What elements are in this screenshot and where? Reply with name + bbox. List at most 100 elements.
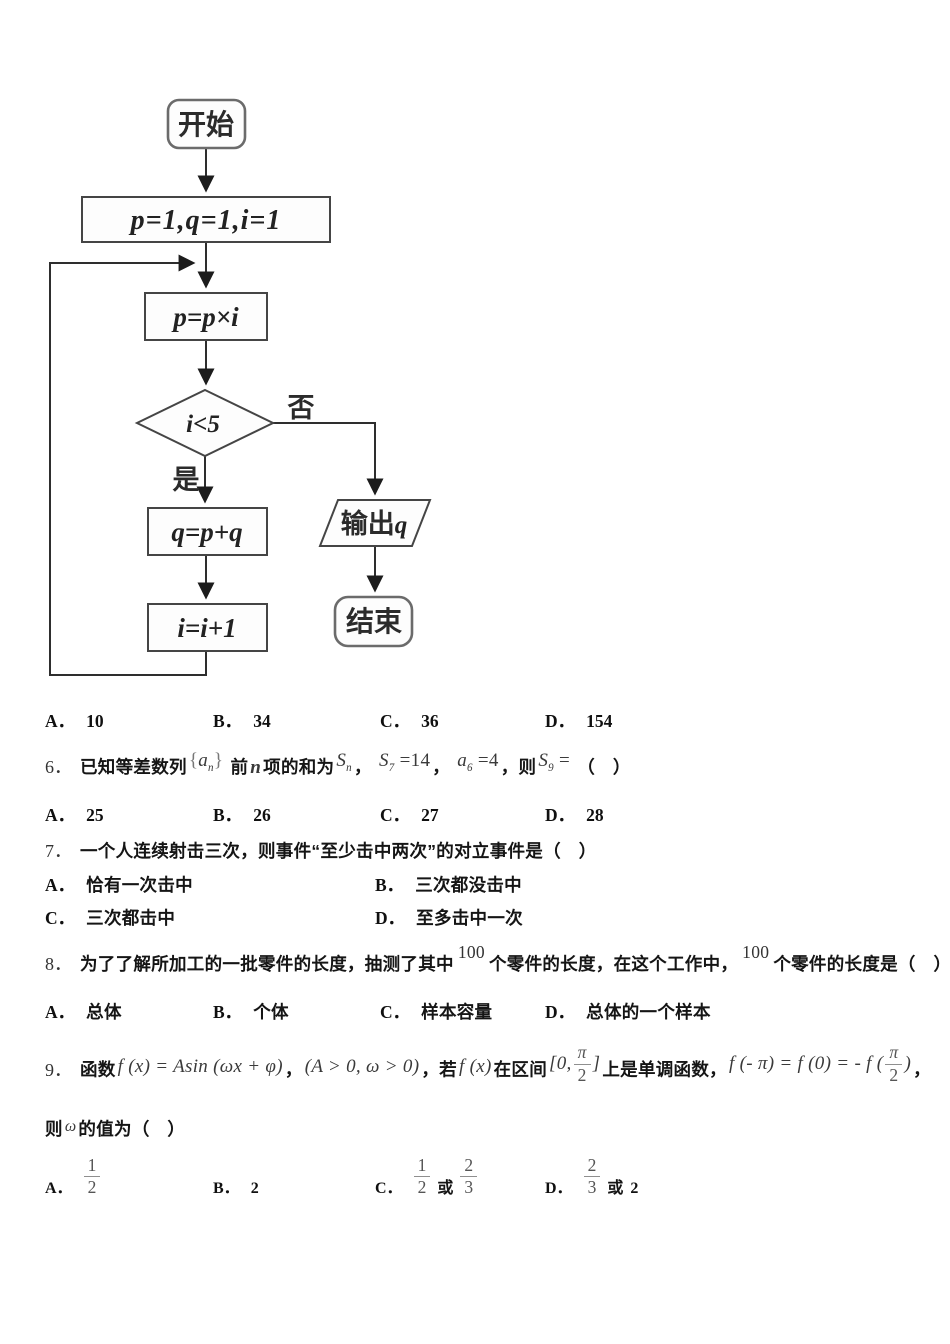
question-7: 7．一个人连续射击三次，则事件“至少击中两次”的对立事件是（ ） xyxy=(45,837,597,863)
q8-text-2: 个零件的长度，在这个工作中， xyxy=(488,954,739,974)
q6-s9-sub: 9 xyxy=(548,761,554,774)
q6-s7-base: S xyxy=(378,750,389,771)
q7-number: 7． xyxy=(45,841,72,861)
q9-equation-close: ) xyxy=(904,1053,912,1075)
q5-option-a-value: 10 xyxy=(86,711,104,731)
q9-equation-fraction-num: π xyxy=(885,1042,903,1065)
q8-option-a-value: 总体 xyxy=(86,1002,122,1022)
question-8: 8．为了了解所加工的一批零件的长度，抽测了其中100个零件的长度，在这个工作中，… xyxy=(45,942,950,976)
q8-option-b-letter: B． xyxy=(213,1002,243,1022)
q6-answer-paren: （ ） xyxy=(577,757,631,777)
q6-s9-rest: = xyxy=(553,750,571,771)
q6-option-b: B．26 xyxy=(213,802,271,827)
q9-option-d-join: 或 xyxy=(607,1180,624,1197)
q6-sn-sub: n xyxy=(346,761,352,774)
q9-interval-fraction-num: π xyxy=(573,1042,591,1065)
q5-option-c-value: 36 xyxy=(421,711,439,731)
flowchart-end-node xyxy=(333,595,414,648)
flowchart-accumulate-label: q=p+q xyxy=(171,517,242,547)
q9-constraints: (A > 0, ω > 0) xyxy=(304,1055,420,1077)
q7-option-c-letter: C． xyxy=(45,908,76,928)
flowchart-loop-back-line xyxy=(49,254,207,676)
q9-text-4: 上是单调函数， xyxy=(602,1059,727,1080)
q6-option-c-value: 27 xyxy=(421,805,439,825)
q9-option-a-fraction-den: 2 xyxy=(87,1177,97,1198)
q6-a6-sub: 6 xyxy=(467,761,473,774)
q9-option-b-value: 2 xyxy=(250,1180,259,1197)
q8-option-b: B．个体 xyxy=(213,999,289,1024)
q9-comma-1: ， xyxy=(284,1059,303,1080)
flowchart-yes-label: 是 xyxy=(173,465,200,495)
q9-option-d-letter: D． xyxy=(545,1180,573,1197)
q5-option-d-value: 154 xyxy=(586,711,613,731)
q9-fx: f (x) xyxy=(458,1055,492,1077)
flowchart-multiply-label: p=p×i xyxy=(171,302,239,332)
flowchart: 开始 p=1,q=1,i=1 p=p×i i<5 否 是 q=p+q i=i+1… xyxy=(49,98,432,676)
q5-option-b-value: 34 xyxy=(253,711,271,731)
q8-option-a-letter: A． xyxy=(45,1002,76,1022)
flowchart-end-label: 结束 xyxy=(346,606,402,637)
flowchart-accumulate-node xyxy=(147,507,268,556)
q6-option-d: D．28 xyxy=(545,802,604,827)
q6-text-4: ，则 xyxy=(500,757,537,777)
q9-option-c-fraction-1-den: 2 xyxy=(417,1177,427,1198)
q6-text-3: 项的和为 xyxy=(263,757,335,777)
q5-option-a: A． 10 xyxy=(45,708,104,733)
q9-text-5: 则 xyxy=(45,1119,63,1139)
q6-a6-base: a xyxy=(457,750,468,771)
q7-option-b-letter: B． xyxy=(375,875,405,895)
q6-seq-open: { xyxy=(188,750,199,771)
q7-option-b: B． 三次都没击中 xyxy=(375,872,522,897)
flowchart-output-label-var: q xyxy=(395,512,408,539)
flowchart-start-node xyxy=(166,98,247,150)
q9-option-d-fraction-num: 2 xyxy=(583,1155,601,1178)
q5-option-d-letter: D． xyxy=(545,711,576,731)
q9-option-d-suffix: 2 xyxy=(630,1180,639,1197)
q6-s9-base: S xyxy=(538,750,549,771)
q9-text-3: 在区间 xyxy=(493,1059,548,1080)
flowchart-no-branch-line xyxy=(273,422,384,496)
q9-text-6: 的值为（ ） xyxy=(78,1119,186,1139)
flowchart-increment-label: i=i+1 xyxy=(177,613,236,643)
q5-option-c: C． 36 xyxy=(380,708,439,733)
q8-option-d-value: 总体的一个样本 xyxy=(586,1002,711,1022)
q6-option-d-letter: D． xyxy=(545,805,576,825)
q6-seq-notation: {an} xyxy=(188,750,223,773)
q9-option-b: B．2 xyxy=(213,1148,259,1198)
q6-number: 6． xyxy=(45,757,72,777)
q9-option-a-letter: A． xyxy=(45,1180,73,1197)
flowchart-output-node xyxy=(318,499,432,547)
q7-option-a: A．恰有一次击中 xyxy=(45,872,193,897)
flowchart-multiply-node xyxy=(144,292,268,341)
q7-option-d-value: 至多击中一次 xyxy=(416,908,523,928)
q6-comma-2: ， xyxy=(432,757,451,777)
q9-interval-close: ] xyxy=(592,1053,601,1075)
flowchart-start-label: 开始 xyxy=(178,109,234,140)
q5-option-a-letter: A． xyxy=(45,711,76,731)
q5-option-d: D． 154 xyxy=(545,708,612,733)
q7-option-d-letter: D． xyxy=(375,908,406,928)
q6-s7-sub: 7 xyxy=(388,761,395,774)
q6-option-b-value: 26 xyxy=(253,805,271,825)
q7-option-b-value: 三次都没击中 xyxy=(415,875,522,895)
q9-number: 9． xyxy=(45,1059,72,1080)
q9-option-c-fraction-2-num: 2 xyxy=(460,1155,478,1178)
q8-text-1: 为了了解所加工的一批零件的长度，抽测了其中 xyxy=(80,954,454,974)
q6-a6-rest: =4 xyxy=(472,750,499,771)
q7-option-d: D． 至多击中一次 xyxy=(375,905,523,930)
q9-function-def: f (x) = Asin (ωx + φ) xyxy=(117,1055,283,1077)
q9-interval-open: [0, xyxy=(549,1053,572,1075)
q6-text-1: 已知等差数列 xyxy=(80,757,187,777)
q8-option-d-letter: D． xyxy=(545,1002,576,1022)
q5-option-c-letter: C． xyxy=(380,711,411,731)
q6-s9: S9 = xyxy=(538,750,571,774)
q7-option-c-value: 三次都击中 xyxy=(86,908,176,928)
